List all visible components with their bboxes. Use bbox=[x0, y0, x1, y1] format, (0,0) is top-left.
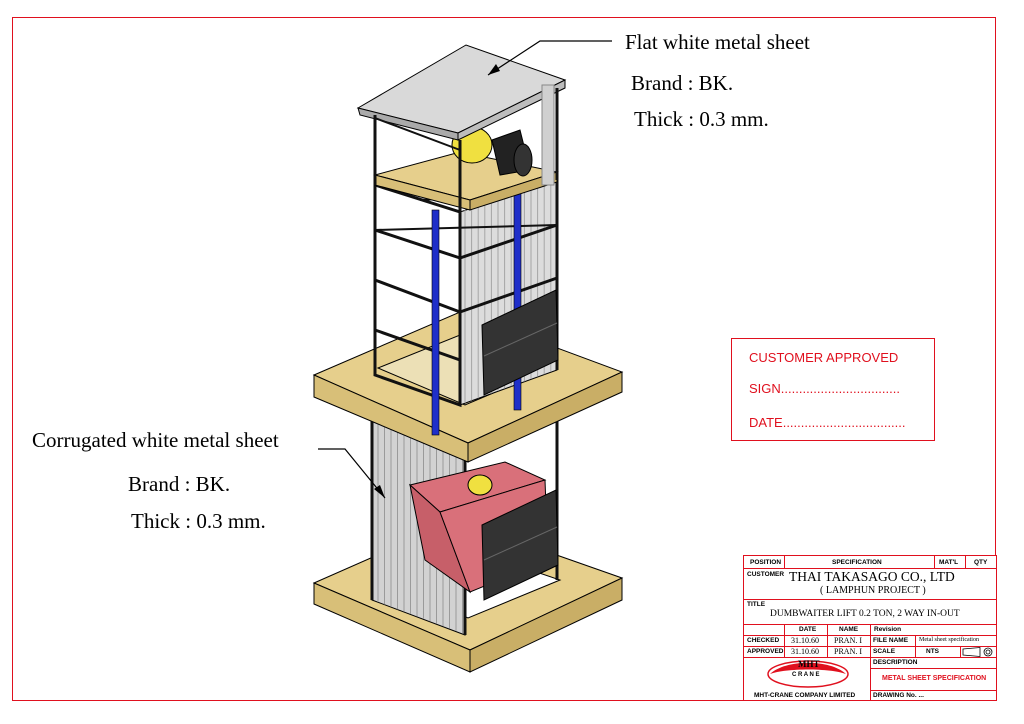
tb-approved-name: PRAN. I bbox=[834, 647, 863, 656]
tb-date-label: DATE bbox=[799, 626, 817, 633]
top-note-thick: Thick : 0.3 mm. bbox=[634, 107, 769, 131]
top-note-brand: Brand : BK. bbox=[631, 71, 734, 95]
upper-door bbox=[481, 289, 559, 396]
drawing-border bbox=[12, 17, 996, 701]
mht-crane-logo-icon bbox=[767, 660, 849, 688]
projection-symbol-icon bbox=[962, 647, 993, 657]
tb-file-name-label: FILE NAME bbox=[873, 637, 909, 644]
roof bbox=[356, 44, 567, 212]
lift-car bbox=[408, 461, 559, 601]
tb-name-label: NAME bbox=[839, 626, 859, 633]
tb-title-value: DUMBWAITER LIFT 0.2 TON, 2 WAY IN-OUT bbox=[770, 609, 960, 619]
leader-side bbox=[318, 448, 386, 499]
side-note-brand: Brand : BK. bbox=[128, 472, 231, 496]
tb-approved-date: 31.10.60 bbox=[791, 647, 819, 656]
leader-top bbox=[487, 40, 612, 76]
approval-title: CUSTOMER APPROVED bbox=[749, 350, 899, 365]
tb-position-label: POSITION bbox=[750, 559, 782, 566]
tb-company-name: MHT-CRANE COMPANY LIMITED bbox=[754, 692, 856, 699]
title-block: POSITION SPECIFICATION MAT'L QTY CUSTOME… bbox=[743, 555, 997, 701]
side-note-title: Corrugated white metal sheet bbox=[32, 428, 279, 452]
tb-customer-project: ( LAMPHUN PROJECT ) bbox=[820, 585, 926, 596]
top-note-title: Flat white metal sheet bbox=[625, 30, 810, 54]
logo-text: MHT bbox=[798, 659, 820, 669]
tb-matl-label: MAT'L bbox=[939, 559, 959, 566]
logo-subtext: C R A N E bbox=[792, 672, 820, 678]
tb-file-name-value: Metal sheet specification bbox=[919, 637, 979, 643]
tb-checked-label: CHECKED bbox=[747, 637, 780, 644]
tb-scale-value: NTS bbox=[926, 648, 939, 655]
tb-title-label: TITLE bbox=[747, 601, 766, 608]
tb-description-label: DESCRIPTION bbox=[873, 659, 918, 666]
tb-approved-label: APPROVED bbox=[747, 648, 784, 655]
approval-sign: SIGN................................. bbox=[749, 381, 900, 396]
tb-revision-label: Revision bbox=[874, 626, 902, 633]
tb-checked-name: PRAN. I bbox=[834, 636, 863, 645]
tb-customer-name: THAI TAKASAGO CO., LTD bbox=[789, 569, 955, 584]
tb-scale-label: SCALE bbox=[873, 648, 896, 655]
approval-date: DATE.................................. bbox=[749, 415, 906, 430]
customer-approval-box: CUSTOMER APPROVED SIGN..................… bbox=[731, 338, 935, 441]
tb-description-value: METAL SHEET SPECIFICATION bbox=[882, 675, 987, 682]
tb-checked-date: 31.10.60 bbox=[791, 636, 819, 645]
tb-customer-label: CUSTOMER bbox=[747, 571, 785, 578]
tb-specification-label: SPECIFICATION bbox=[832, 559, 882, 566]
tb-qty-label: QTY bbox=[974, 559, 988, 566]
side-note-thick: Thick : 0.3 mm. bbox=[131, 509, 266, 533]
tb-drawing-no-label: DRAWING No. ... bbox=[873, 692, 924, 699]
